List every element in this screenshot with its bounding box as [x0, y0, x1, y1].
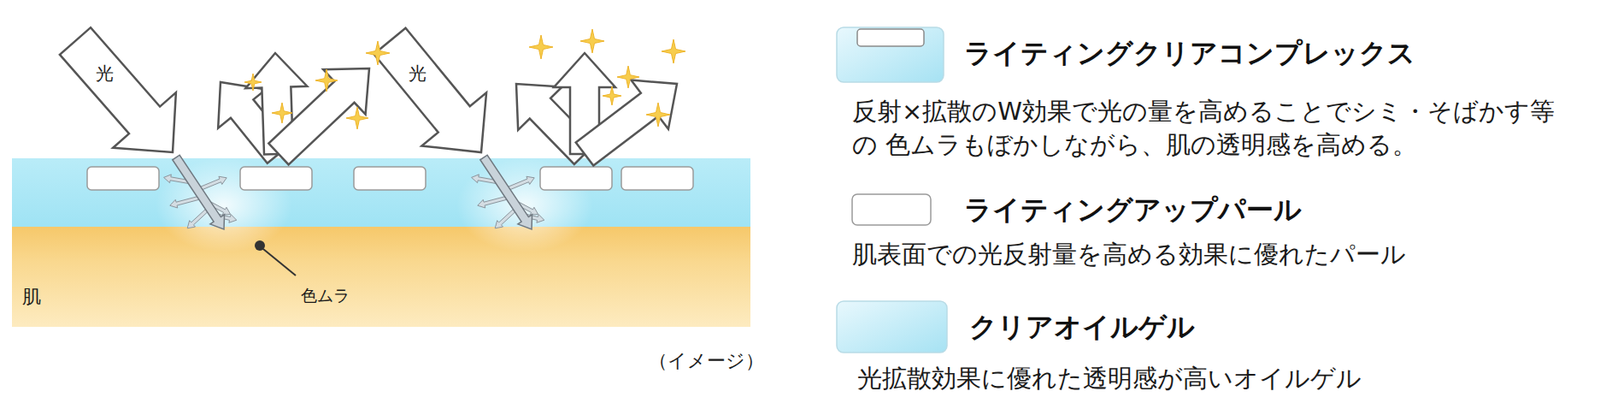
sparkle	[271, 102, 293, 124]
reflected-light-arrow	[576, 80, 677, 166]
light-label: 光	[95, 63, 114, 85]
incident-light-arrow	[373, 28, 487, 153]
penetrating-light-arrow	[480, 154, 533, 230]
sparkle	[315, 69, 338, 92]
penetrating-light-arrow	[172, 154, 225, 230]
sparkle	[346, 106, 369, 130]
oil-gel-layer	[11, 158, 751, 227]
sparkle	[580, 29, 605, 53]
incident-light-arrow	[59, 27, 177, 153]
sparkle	[244, 73, 262, 91]
note: （イメージ）	[648, 349, 765, 372]
legend-heading: クリアオイルゲル	[969, 310, 1195, 343]
light-label: 光	[408, 63, 427, 85]
sparkle	[617, 65, 640, 89]
skin-layer	[11, 226, 751, 327]
sparkle	[602, 86, 622, 106]
pearls	[87, 166, 694, 190]
sparkle	[529, 35, 553, 59]
legend-swatches	[836, 27, 948, 353]
reflected-light-arrow	[268, 68, 370, 165]
legend-heading: ライティングアップパール	[964, 193, 1302, 226]
sparkle	[365, 41, 390, 65]
description: 光拡散効果に優れた透明感が高いオイルゲル	[857, 361, 1584, 395]
description: 肌表面での光反射量を高める効果に優れたパール	[852, 237, 1579, 271]
part-label: 肌	[22, 285, 42, 308]
sparkle	[661, 39, 686, 64]
sparkle	[646, 102, 671, 127]
description: 反射×拡散のW効果で光の量を高めることでシミ・そばかす等の 色ムラもぼかしながら…	[852, 94, 1566, 162]
part-label: 色ムラ	[300, 285, 350, 306]
legend-heading: ライティングクリアコンプレックス	[964, 36, 1416, 70]
leader-line	[263, 248, 296, 276]
